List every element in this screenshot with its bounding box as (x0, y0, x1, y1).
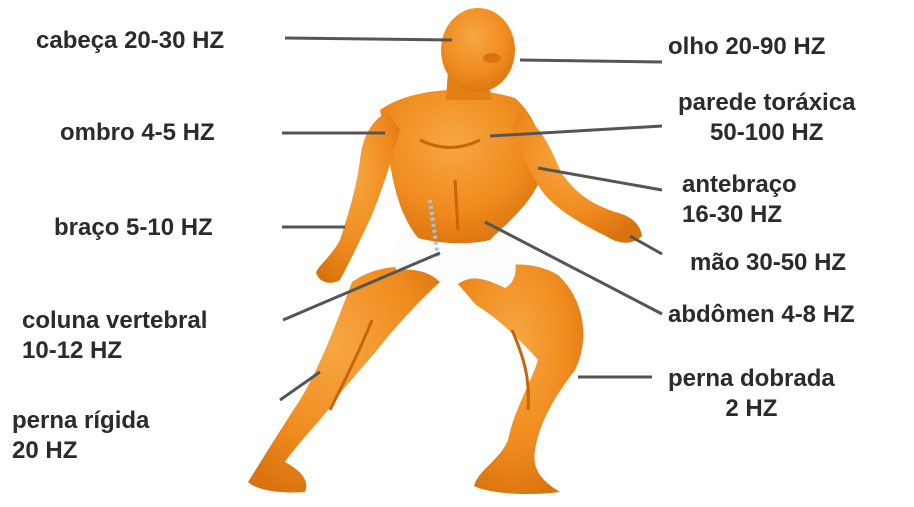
label-stiff-leg-line2: 20 HZ (12, 436, 149, 466)
label-hand: mão 30-50 HZ (690, 248, 846, 278)
label-arm: braço 5-10 HZ (54, 213, 213, 243)
torso (380, 90, 542, 243)
label-forearm: antebraço 16-30 HZ (682, 170, 797, 230)
leader-eye (520, 60, 662, 62)
label-bent-leg-line1: perna dobrada (668, 364, 835, 394)
label-spine: coluna vertebral 10-12 HZ (22, 306, 207, 366)
label-chest: parede toráxica 50-100 HZ (678, 88, 855, 148)
label-chest-line1: parede toráxica (678, 88, 855, 118)
label-chest-line2: 50-100 HZ (678, 118, 855, 148)
left-arm (316, 112, 400, 283)
label-spine-line1: coluna vertebral (22, 306, 207, 336)
eye-area (483, 53, 501, 63)
label-bent-leg-line2: 2 HZ (668, 394, 835, 424)
label-forearm-line2: 16-30 HZ (682, 200, 797, 230)
label-spine-line2: 10-12 HZ (22, 336, 207, 366)
label-stiff-leg-line1: perna rígida (12, 406, 149, 436)
label-shoulder: ombro 4-5 HZ (60, 118, 215, 148)
label-forearm-line1: antebraço (682, 170, 797, 200)
label-abdomen: abdômen 4-8 HZ (668, 300, 855, 330)
leader-head (285, 38, 452, 40)
label-stiff-leg: perna rígida 20 HZ (12, 406, 149, 466)
label-head: cabeça 20-30 HZ (36, 26, 224, 56)
label-bent-leg: perna dobrada 2 HZ (668, 364, 835, 424)
leader-hand (630, 236, 662, 254)
head (441, 8, 515, 92)
bent-leg (458, 264, 583, 494)
label-eye: olho 20-90 HZ (668, 32, 825, 62)
